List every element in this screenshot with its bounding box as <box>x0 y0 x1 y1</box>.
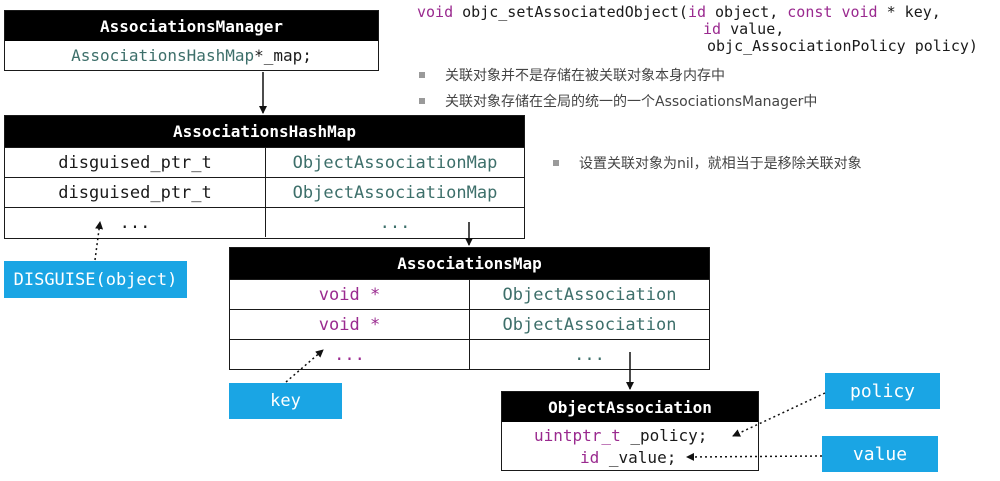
value-callout: value <box>822 436 938 472</box>
associations-map-box: AssociationsMap void * ObjectAssociation… <box>229 247 710 370</box>
bullet-icon <box>553 160 559 166</box>
table-row: ... ... <box>5 207 524 237</box>
associations-manager-field: AssociationsHashMap *_map; <box>71 45 312 65</box>
object-association-fields: uintptr_t _policy; id _value; <box>502 422 758 469</box>
hash-map-value: ObjectAssociationMap <box>265 148 524 177</box>
table-row: disguised_ptr_t ObjectAssociationMap <box>5 147 524 177</box>
note-item: 关联对象并不是存储在被关联对象本身内存中 <box>419 65 725 85</box>
map-key: ... <box>334 344 365 365</box>
hash-map-key: ... <box>119 212 151 233</box>
object-association-box: ObjectAssociation uintptr_t _policy; id … <box>501 391 759 471</box>
table-row: ... ... <box>230 339 709 369</box>
associations-map-title: AssociationsMap <box>230 248 709 279</box>
associations-hash-map-box: AssociationsHashMap disguised_ptr_t Obje… <box>4 115 525 239</box>
kw-void: void <box>417 3 454 21</box>
value-field: id _value; <box>580 448 677 467</box>
key-dotted-arrow <box>285 349 324 383</box>
param-value: value, <box>721 20 785 38</box>
hash-map-key: disguised_ptr_t <box>58 152 212 173</box>
disguise-dotted-arrow <box>94 221 104 261</box>
map-value: ObjectAssociation <box>469 280 709 309</box>
policy-dotted-arrow <box>732 392 826 437</box>
map-value: ObjectAssociation <box>469 310 709 339</box>
note-item: 设置关联对象为nil，就相当于是移除关联对象 <box>553 153 862 173</box>
hash-map-key: disguised_ptr_t <box>58 182 212 203</box>
disguise-callout: DISGUISE(object) <box>4 261 187 298</box>
param-key: * key, <box>877 3 941 21</box>
policy-callout: policy <box>825 373 940 409</box>
key-callout: key <box>229 383 342 419</box>
map-key: void * <box>318 314 381 335</box>
map-key: void * <box>318 284 381 305</box>
param-policy: objc_AssociationPolicy policy) <box>707 37 978 55</box>
policy-field: uintptr_t _policy; <box>534 426 708 445</box>
hash-map-value: ObjectAssociationMap <box>265 178 524 207</box>
param-object: object, <box>706 3 788 21</box>
signature-line-3: objc_AssociationPolicy policy) <box>707 38 978 55</box>
note-item: 关联对象存储在全局的统一的一个AssociationsManager中 <box>419 91 817 111</box>
associations-manager-box: AssociationsManager AssociationsHashMap … <box>4 10 379 71</box>
associations-hash-map-title: AssociationsHashMap <box>5 116 524 147</box>
bullet-icon <box>419 98 425 104</box>
kw-id: id <box>703 20 722 38</box>
object-association-title: ObjectAssociation <box>502 392 758 422</box>
kw-id: id <box>687 3 706 21</box>
signature-line-1: void objc_setAssociatedObject(id object,… <box>417 4 941 21</box>
table-row: disguised_ptr_t ObjectAssociationMap <box>5 177 524 207</box>
fn-name: objc_setAssociatedObject( <box>453 3 688 21</box>
table-row: void * ObjectAssociation <box>230 309 709 339</box>
associations-manager-title: AssociationsManager <box>5 11 378 41</box>
table-row: void * ObjectAssociation <box>230 279 709 309</box>
map-value: ... <box>469 340 709 369</box>
bullet-icon <box>419 72 425 78</box>
kw-const-void: const void <box>787 3 878 21</box>
hash-map-value: ... <box>265 208 524 237</box>
value-dotted-arrow <box>686 452 823 461</box>
signature-line-2: id value, <box>703 21 784 38</box>
